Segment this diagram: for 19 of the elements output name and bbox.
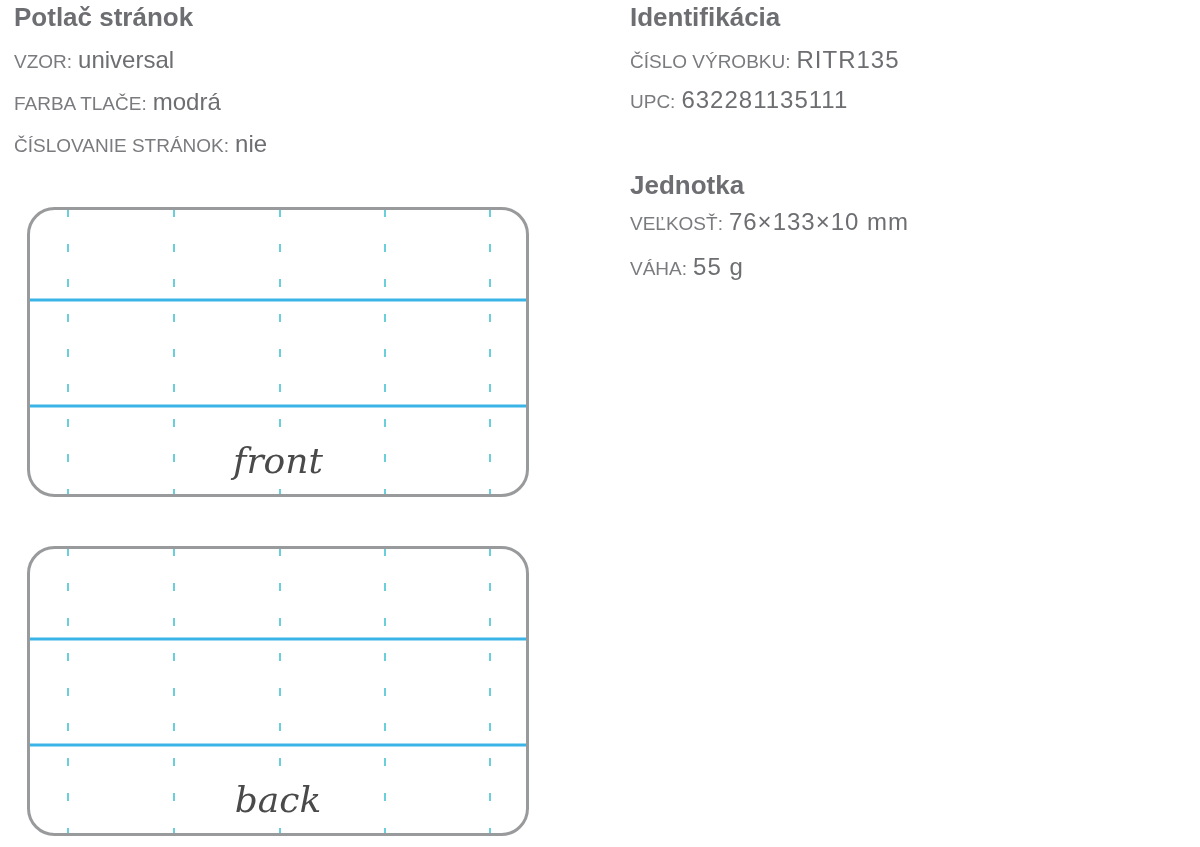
field-label: ČÍSLO VÝROBKU: bbox=[630, 51, 791, 73]
paper-page bbox=[27, 546, 529, 836]
field-label: ČÍSLOVANIE STRÁNOK: bbox=[14, 135, 230, 157]
section-heading: Jednotka bbox=[630, 170, 745, 201]
section-heading: Identifikácia bbox=[630, 2, 781, 33]
field-label: UPC: bbox=[630, 91, 676, 113]
field-value: 632281135111 bbox=[681, 86, 849, 114]
field-label: VEĽKOSŤ: bbox=[630, 213, 723, 235]
field-value: universal bbox=[78, 46, 175, 74]
section-heading: Potlač stránok bbox=[14, 2, 194, 33]
field-value: 76×133×10 mm bbox=[728, 208, 910, 236]
field-label: VZOR: bbox=[14, 51, 73, 73]
field-label: FARBA TLAČE: bbox=[14, 93, 147, 115]
field-value: 55 g bbox=[693, 253, 744, 281]
field-label: VÁHA: bbox=[630, 258, 688, 280]
field-value: nie bbox=[235, 130, 268, 158]
field-value: modrá bbox=[152, 88, 221, 116]
paper-page bbox=[27, 207, 529, 497]
field-value: RITR135 bbox=[796, 46, 900, 74]
